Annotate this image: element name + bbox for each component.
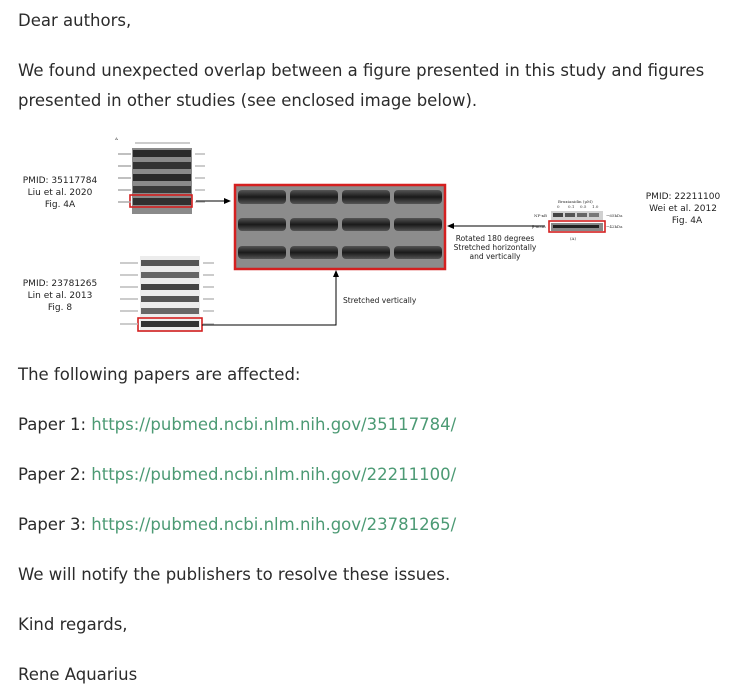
signature: Rene Aquarius	[18, 665, 138, 684]
rotate-note-1: Rotated 180 degrees	[456, 234, 535, 243]
left-top-blot	[118, 142, 205, 214]
right-kda-1: ~65kDa	[606, 213, 623, 218]
right-blot-header: Bruxianidin (μM)	[558, 199, 593, 204]
greeting: Dear authors,	[18, 11, 132, 30]
left-bottom-citation: Lin et al. 2013	[28, 291, 93, 301]
rotate-note-3: and vertically	[470, 252, 522, 261]
right-highlight-box	[548, 220, 606, 233]
right-blot	[548, 211, 606, 233]
left-bottom-figure: Fig. 8	[48, 303, 72, 313]
center-enlarged-blot	[233, 183, 447, 271]
intro-line-2: presented in other studies (see enclosed…	[18, 91, 478, 110]
paper-3-prefix: Paper 3:	[18, 515, 92, 534]
paper-2-link[interactable]: https://pubmed.ncbi.nlm.nih.gov/22211100…	[91, 465, 457, 484]
left-top-panel-letter: A	[114, 136, 118, 141]
left-top-highlight-box	[129, 194, 193, 208]
notify-text: We will notify the publishers to resolve…	[18, 565, 451, 584]
rotate-note-2: Stretched horizontally	[454, 243, 537, 252]
closing-text: Kind regards,	[18, 615, 128, 634]
paper-1-link[interactable]: https://pubmed.ncbi.nlm.nih.gov/35117784…	[91, 415, 457, 434]
right-panel-label: (A)	[570, 236, 576, 241]
center-highlight-box	[233, 183, 447, 271]
right-dose-3: 1.0	[592, 204, 599, 209]
paper-1-prefix: Paper 1:	[18, 415, 92, 434]
comparison-figure: PMID: 35117784 Liu et al. 2020 Fig. 4A A	[0, 128, 737, 343]
right-figure: Fig. 4A	[672, 216, 703, 226]
paper-3-link[interactable]: https://pubmed.ncbi.nlm.nih.gov/23781265…	[91, 515, 457, 534]
left-bottom-blot	[120, 256, 214, 332]
right-dose-1: 0.1	[568, 204, 574, 209]
right-citation: Wei et al. 2012	[649, 204, 717, 214]
paper-3-line: Paper 3: https://pubmed.ncbi.nlm.nih.gov…	[18, 512, 456, 537]
right-dose-2: 0.5	[580, 204, 587, 209]
left-top-citation: Liu et al. 2020	[28, 188, 93, 198]
figure-canvas: PMID: 35117784 Liu et al. 2020 Fig. 4A A	[23, 136, 721, 332]
affected-heading: The following papers are affected:	[18, 365, 301, 384]
left-top-figure: Fig. 4A	[45, 200, 76, 210]
left-top-pmid: PMID: 35117784	[23, 176, 98, 186]
right-kda-2: ~42kDa	[606, 224, 623, 229]
paper-1-line: Paper 1: https://pubmed.ncbi.nlm.nih.gov…	[18, 412, 456, 437]
right-dose-0: 0	[557, 204, 560, 209]
left-bottom-pmid: PMID: 23781265	[23, 279, 97, 289]
stretch-note: Stretched vertically	[343, 296, 417, 305]
paper-2-line: Paper 2: https://pubmed.ncbi.nlm.nih.gov…	[18, 462, 456, 487]
paper-2-prefix: Paper 2:	[18, 465, 92, 484]
right-row-label-1: NF-κB	[534, 213, 547, 218]
bottom-connector-line	[202, 276, 337, 326]
right-pmid: PMID: 22211100	[646, 192, 721, 202]
intro-line-1: We found unexpected overlap between a fi…	[18, 61, 705, 80]
